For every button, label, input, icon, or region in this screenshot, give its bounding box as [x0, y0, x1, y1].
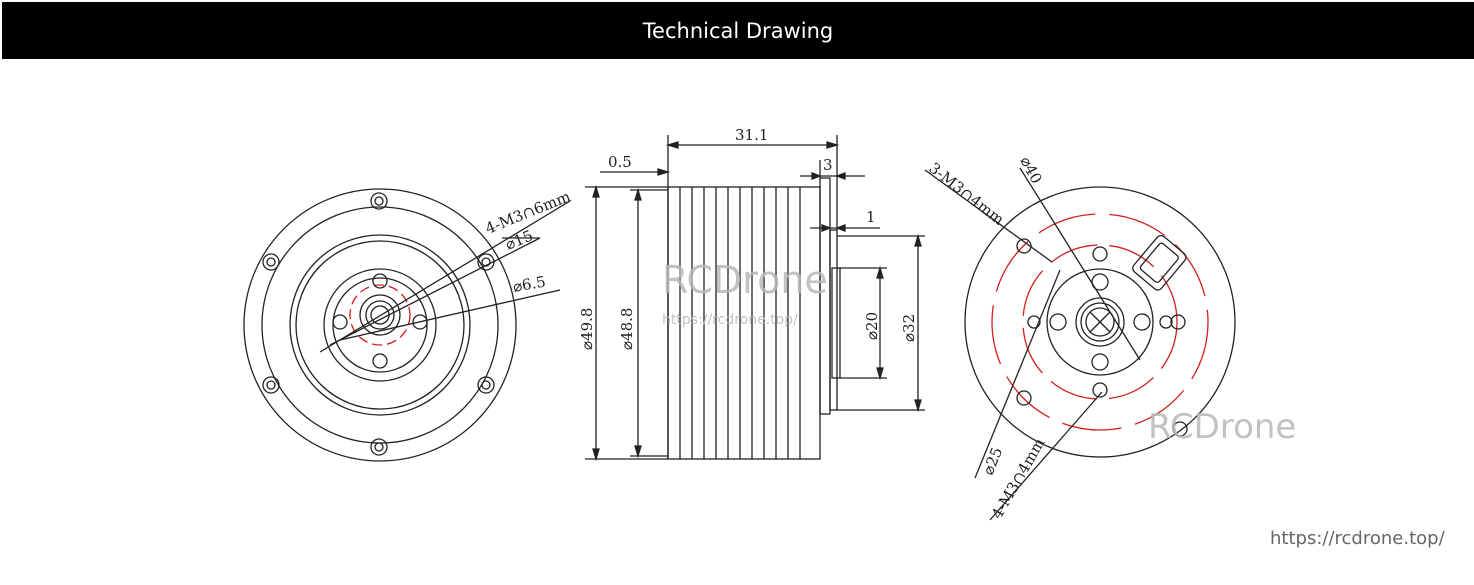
- watermark-brand: RCDrone: [662, 258, 828, 302]
- mount-hole: [370, 192, 388, 210]
- mount-hole: [477, 376, 495, 394]
- mount-hole: [262, 376, 280, 394]
- page-title: Technical Drawing: [642, 18, 834, 43]
- dim-dia-15: ⌀15: [503, 226, 536, 253]
- front-view-labels: 4-M3∩6mm ⌀15 ⌀6.5: [483, 187, 573, 296]
- rear-view-labels: 3-M3∩4mm ⌀40 ⌀25 4-M3∩4mm: [926, 153, 1049, 522]
- dim-dia-25: ⌀25: [979, 445, 1006, 478]
- rear-view: [924, 167, 1236, 521]
- dim-dia-40: ⌀40: [1016, 153, 1045, 186]
- dim-dia-49-8: ⌀49.8: [578, 308, 596, 350]
- footer-url[interactable]: https://rcdrone.top/: [1270, 528, 1445, 549]
- mount-hole: [370, 438, 388, 456]
- dim-dia-48-8: ⌀48.8: [618, 308, 636, 350]
- dim-dia-20: ⌀20: [863, 312, 881, 340]
- dim-step-0-5: 0.5: [608, 153, 632, 171]
- title-bar: Technical Drawing: [2, 2, 1474, 59]
- mount-hole: [262, 253, 280, 271]
- front-view: [243, 188, 571, 462]
- dim-length: 31.1: [735, 126, 768, 144]
- watermark-url: https://rcdrone.top/: [662, 312, 798, 328]
- side-view-labels: 31.1 0.5 3 1 ⌀49.8 ⌀48.8 ⌀20 ⌀32: [578, 126, 918, 350]
- watermark-brand-2: RCDrone: [1148, 407, 1296, 447]
- dim-step-1: 1: [866, 208, 876, 226]
- dim-dia-6-5: ⌀6.5: [512, 273, 548, 296]
- dim-holes-3: 3-M3∩4mm: [926, 159, 1008, 229]
- dim-step-3: 3: [823, 156, 833, 174]
- side-view: [585, 135, 925, 462]
- dim-dia-32: ⌀32: [900, 314, 918, 342]
